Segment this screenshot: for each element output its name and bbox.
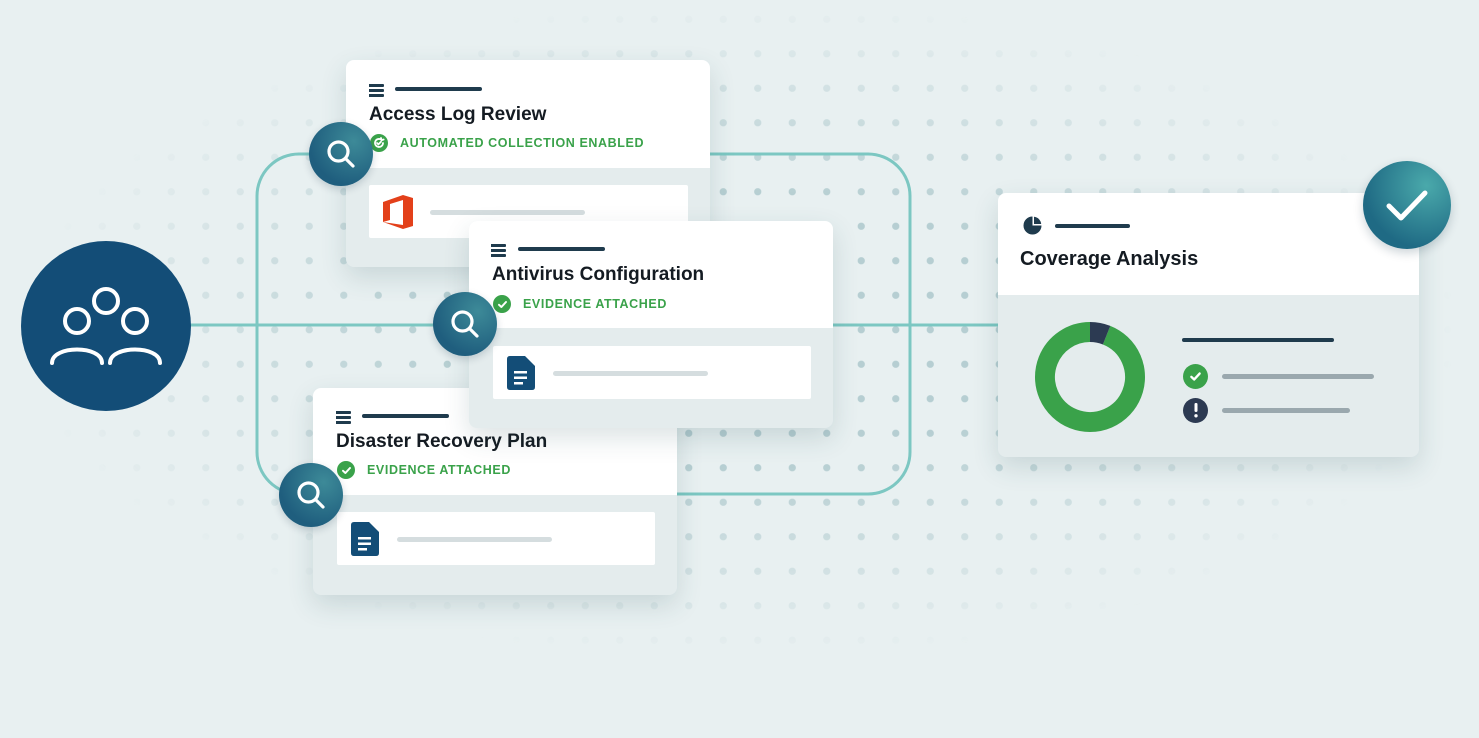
magnifier-icon — [327, 140, 355, 168]
status-text: AUTOMATED COLLECTION ENABLED — [400, 136, 645, 150]
document-icon — [351, 522, 379, 556]
evidence-item[interactable] — [337, 512, 655, 565]
check-icon — [337, 461, 355, 479]
coverage-donut-chart — [1035, 322, 1145, 432]
status-line: EVIDENCE ATTACHED — [493, 295, 667, 313]
list-icon — [336, 410, 351, 424]
evidence-placeholder-line — [430, 210, 585, 215]
card-title: Disaster Recovery Plan — [336, 431, 548, 452]
evidence-placeholder-line — [397, 537, 552, 542]
list-icon — [369, 83, 384, 97]
search-node-access-log[interactable] — [309, 122, 373, 186]
status-line: EVIDENCE ATTACHED — [337, 461, 511, 479]
check-icon — [493, 295, 511, 313]
title-placeholder-bar — [362, 414, 449, 418]
document-icon — [507, 356, 535, 390]
title-placeholder-bar — [395, 87, 482, 91]
status-text: EVIDENCE ATTACHED — [367, 463, 512, 477]
title-placeholder-bar — [518, 247, 605, 251]
card-title: Access Log Review — [369, 104, 547, 125]
coverage-analysis-card[interactable]: Coverage Analysis — [998, 193, 1419, 457]
magnifier-icon — [297, 481, 325, 509]
status-line: AUTOMATED COLLECTION ENABLED — [370, 134, 644, 152]
status-text: EVIDENCE ATTACHED — [523, 297, 668, 311]
team-node — [21, 241, 191, 411]
legend-pass-line — [1222, 374, 1374, 379]
pie-chart-icon — [1023, 216, 1042, 235]
people-group-icon — [50, 287, 162, 365]
search-node-disaster-recovery[interactable] — [279, 463, 343, 527]
control-card-antivirus[interactable]: Antivirus Configuration EVIDENCE ATTACHE… — [469, 221, 833, 428]
list-icon — [491, 243, 506, 257]
card-title: Coverage Analysis — [1020, 248, 1199, 270]
search-node-antivirus[interactable] — [433, 292, 497, 356]
card-title: Antivirus Configuration — [492, 264, 705, 285]
title-placeholder-bar — [1055, 224, 1130, 228]
check-badge-icon — [1363, 161, 1451, 249]
exclamation-icon — [1183, 398, 1208, 423]
legend-heading-bar — [1182, 338, 1334, 342]
donut-issue-arc — [1035, 322, 1145, 432]
legend-issue-line — [1222, 408, 1350, 413]
check-icon — [1183, 364, 1208, 389]
office-logo-icon — [383, 195, 413, 229]
magnifier-icon — [451, 310, 479, 338]
evidence-placeholder-line — [553, 371, 708, 376]
refresh-check-icon — [370, 134, 388, 152]
evidence-item[interactable] — [493, 346, 811, 399]
